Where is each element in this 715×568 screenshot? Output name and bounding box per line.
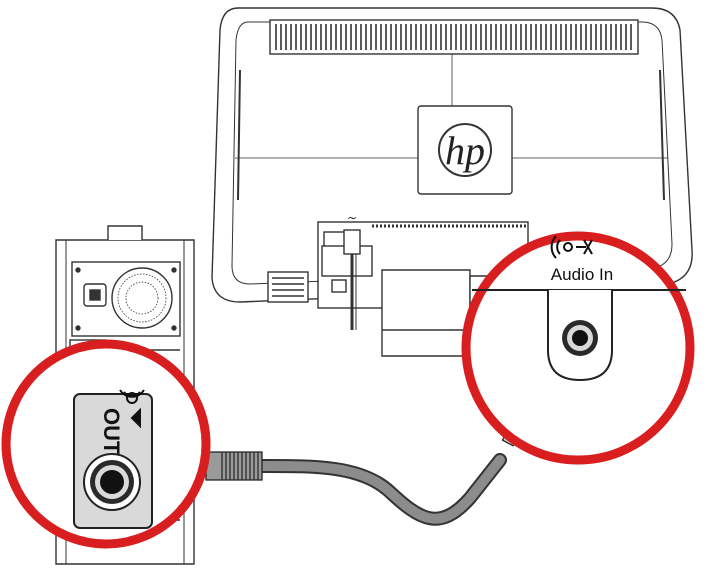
audio-out-jack[interactable] (83, 453, 141, 511)
monitor-vents (275, 24, 632, 50)
out-label: OUT (99, 408, 124, 455)
pc-audio-out-callout: OUT (1, 339, 211, 549)
hp-logo: hp (445, 128, 485, 173)
audio-in-icon (550, 235, 593, 259)
power-symbol: ~ (347, 211, 357, 225)
audio-in-label: Audio In (551, 265, 613, 284)
audio-cable (245, 453, 507, 526)
monitor-rear: hp ~ (211, 7, 693, 357)
audio-out-icon (119, 389, 145, 429)
monitor-audio-in-callout: Audio In (461, 231, 695, 465)
audio-in-jack[interactable] (562, 320, 598, 356)
monitor-grille (267, 271, 309, 303)
